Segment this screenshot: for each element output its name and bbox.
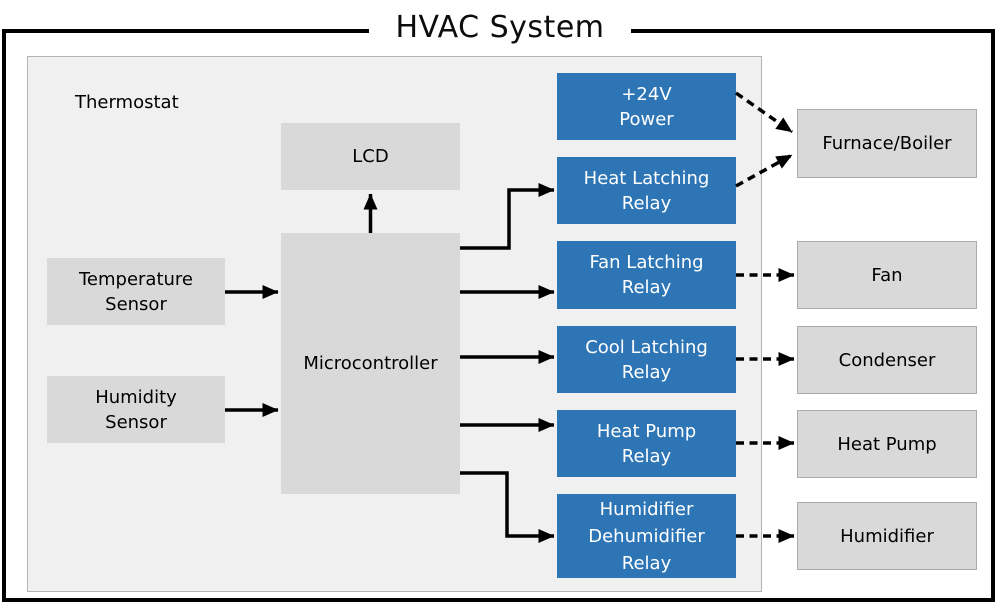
thermostat-label: Thermostat [75,92,179,113]
device-condenser: Condenser [797,326,977,394]
block-24v-power: +24V Power [557,73,736,140]
device-heat-pump: Heat Pump [797,410,977,478]
device-furnace-boiler: Furnace/Boiler [797,109,977,178]
block-humidifier-dehumidifier-relay: Humidifier Dehumidifier Relay [557,494,736,578]
device-humidifier: Humidifier [797,502,977,570]
device-fan: Fan [797,241,977,309]
block-lcd: LCD [281,123,460,190]
diagram-title: HVAC System [369,9,631,46]
block-fan-latching-relay: Fan Latching Relay [557,241,736,309]
block-temperature-sensor: Temperature Sensor [47,258,225,325]
block-heat-pump-relay: Heat Pump Relay [557,410,736,477]
block-heat-latching-relay: Heat Latching Relay [557,157,736,224]
block-cool-latching-relay: Cool Latching Relay [557,326,736,393]
block-humidity-sensor: Humidity Sensor [47,376,225,443]
block-microcontroller: Microcontroller [281,233,460,494]
